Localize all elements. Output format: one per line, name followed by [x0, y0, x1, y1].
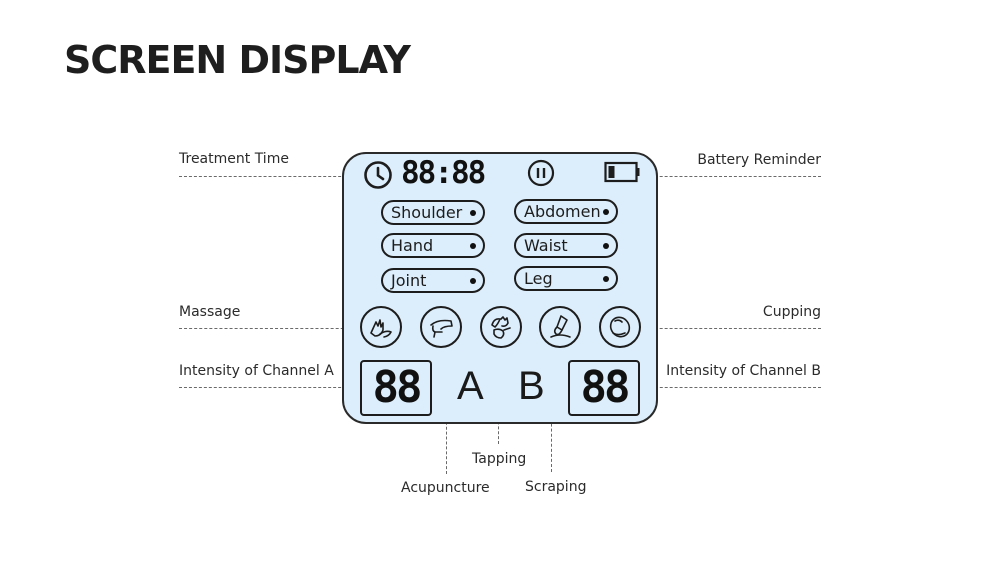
label-cupping: Cupping — [762, 304, 821, 320]
channel-b-intensity: 88 — [568, 360, 640, 416]
cupping-icon[interactable] — [599, 306, 641, 348]
tapping-icon[interactable] — [480, 306, 522, 348]
leader-cupping — [630, 328, 821, 329]
battery-icon — [604, 161, 640, 183]
scraping-icon[interactable] — [539, 306, 581, 348]
clock-icon — [363, 160, 393, 190]
body-part-waist[interactable]: Waist — [514, 233, 618, 258]
indicator-dot — [603, 276, 609, 282]
body-part-leg[interactable]: Leg — [514, 266, 618, 291]
channel-b-letter: B — [518, 364, 545, 408]
massage-icon[interactable] — [360, 306, 402, 348]
channel-a-intensity: 88 — [360, 360, 432, 416]
label-intensity-b: Intensity of Channel B — [666, 363, 821, 379]
leader-treatment-time — [179, 176, 366, 177]
body-part-abdomen[interactable]: Abdomen — [514, 199, 618, 224]
indicator-dot — [603, 243, 609, 249]
timer-readout: 88:88 — [401, 155, 486, 191]
label-tapping: Tapping — [472, 451, 527, 467]
label-massage: Massage — [179, 304, 241, 320]
leader-intensity-b — [640, 387, 821, 388]
indicator-dot — [470, 210, 476, 216]
page-title: SCREEN DISPLAY — [64, 38, 411, 82]
label-treatment-time: Treatment Time — [179, 151, 289, 167]
indicator-dot — [470, 278, 476, 284]
body-part-joint[interactable]: Joint — [381, 268, 485, 293]
leader-massage — [179, 328, 369, 329]
leader-intensity-a — [179, 387, 361, 388]
pill-label: Leg — [524, 269, 553, 288]
indicator-dot — [603, 209, 609, 215]
pill-label: Joint — [391, 271, 427, 290]
pill-label: Waist — [524, 236, 568, 255]
pause-icon[interactable] — [527, 159, 555, 187]
label-intensity-a: Intensity of Channel A — [179, 363, 334, 379]
body-part-shoulder[interactable]: Shoulder — [381, 200, 485, 225]
pill-label: Hand — [391, 236, 434, 255]
label-battery-reminder: Battery Reminder — [697, 152, 821, 168]
channel-a-letter: A — [457, 364, 484, 408]
label-acupuncture: Acupuncture — [401, 480, 490, 496]
pill-label: Abdomen — [524, 202, 601, 221]
pill-label: Shoulder — [391, 203, 463, 222]
body-part-hand[interactable]: Hand — [381, 233, 485, 258]
indicator-dot — [470, 243, 476, 249]
leader-battery — [630, 176, 821, 177]
label-scraping: Scraping — [525, 479, 587, 495]
acupuncture-icon[interactable] — [420, 306, 462, 348]
